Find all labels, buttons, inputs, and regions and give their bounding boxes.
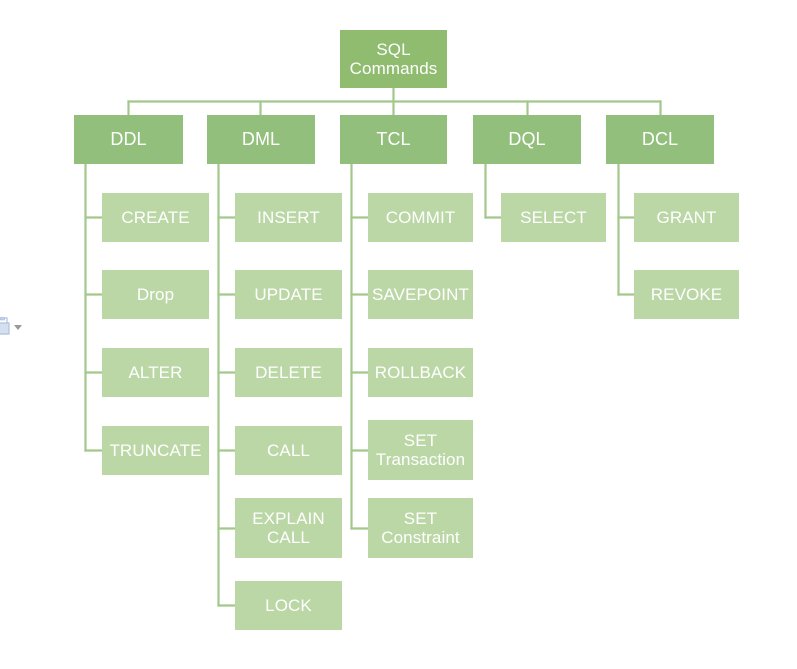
node-alter[interactable]: ALTER xyxy=(102,348,209,397)
node-dml[interactable]: DML xyxy=(207,115,315,164)
paste-options-control[interactable] xyxy=(0,317,30,339)
node-commit[interactable]: COMMIT xyxy=(368,193,473,242)
node-lock[interactable]: LOCK xyxy=(235,581,342,630)
node-dcl[interactable]: DCL xyxy=(606,115,714,164)
node-delete[interactable]: DELETE xyxy=(235,348,342,397)
chevron-down-icon xyxy=(14,325,22,330)
node-savepoint[interactable]: SAVEPOINT xyxy=(368,270,473,319)
node-truncate[interactable]: TRUNCATE xyxy=(102,426,209,475)
node-insert[interactable]: INSERT xyxy=(235,193,342,242)
node-create[interactable]: CREATE xyxy=(102,193,209,242)
node-drop[interactable]: Drop xyxy=(102,270,209,319)
node-tcl[interactable]: TCL xyxy=(340,115,447,164)
node-rollback[interactable]: ROLLBACK xyxy=(368,348,473,397)
node-ddl[interactable]: DDL xyxy=(74,115,183,164)
node-dql[interactable]: DQL xyxy=(473,115,581,164)
node-update[interactable]: UPDATE xyxy=(235,270,342,319)
node-revoke[interactable]: REVOKE xyxy=(634,270,739,319)
node-call[interactable]: CALL xyxy=(235,426,342,475)
node-set-constraint[interactable]: SET Constraint xyxy=(368,498,473,558)
paste-options-icon xyxy=(0,317,10,335)
node-explain-call[interactable]: EXPLAIN CALL xyxy=(235,498,342,558)
node-root[interactable]: SQL Commands xyxy=(340,30,447,88)
node-select[interactable]: SELECT xyxy=(501,193,606,242)
node-grant[interactable]: GRANT xyxy=(634,193,739,242)
node-set-transaction[interactable]: SET Transaction xyxy=(368,420,473,480)
